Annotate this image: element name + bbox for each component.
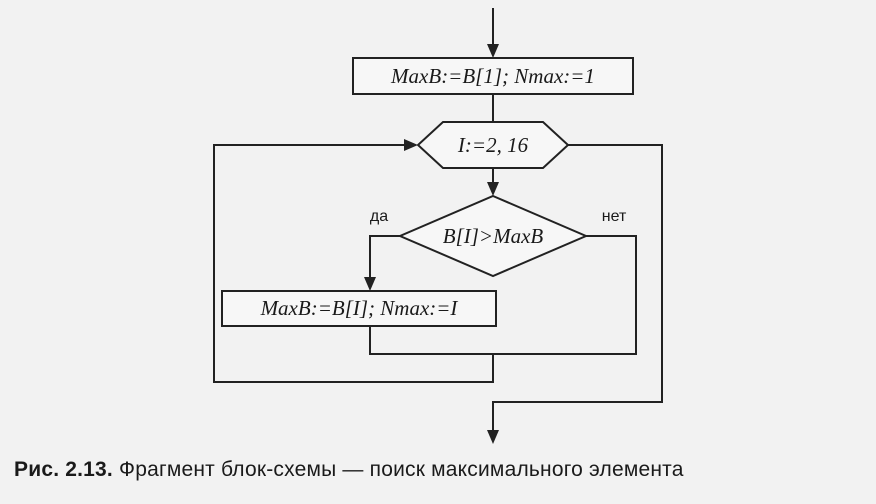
no-branch-connector xyxy=(369,235,637,355)
condition-block-text: B[I]>MaxB xyxy=(443,224,544,248)
loop-block-text: I:=2, 16 xyxy=(457,133,529,157)
loop-back-arrowhead xyxy=(404,139,418,151)
loop-exit-connector xyxy=(492,144,663,432)
figure-caption: Рис. 2.13. Фрагмент блок-схемы — поиск м… xyxy=(14,458,684,482)
loop-to-condition-arrowhead xyxy=(487,182,499,196)
assign-process-block xyxy=(221,290,497,327)
yes-branch-arrowhead xyxy=(364,277,376,291)
init-process-text: MaxB:=B[1]; Nmax:=1 xyxy=(390,64,595,88)
entry-arrowhead xyxy=(487,44,499,58)
condition-block xyxy=(397,194,589,278)
figure-number: Рис. 2.13. xyxy=(14,458,113,481)
yes-branch-label: да xyxy=(370,208,388,225)
assign-process-text: MaxB:=B[I]; Nmax:=I xyxy=(260,296,459,320)
yes-branch-connector xyxy=(369,235,400,280)
exit-arrowhead xyxy=(487,430,499,444)
no-branch-label: нет xyxy=(602,208,627,225)
figure-caption-text: Фрагмент блок-схемы — поиск максимальног… xyxy=(119,458,684,481)
loop-back-connector xyxy=(213,144,494,383)
